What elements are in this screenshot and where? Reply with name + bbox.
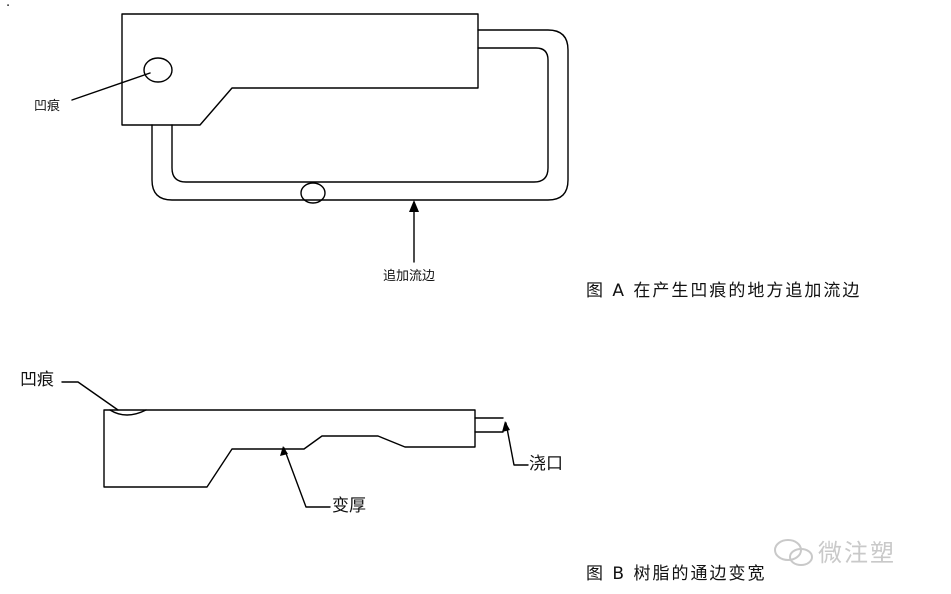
- dent-label-b: 凹痕: [20, 370, 54, 390]
- gate-arrowhead-b: [502, 421, 510, 432]
- dent-mark-b: [109, 409, 147, 416]
- watermark-text: 微注塑: [818, 539, 896, 567]
- thickening-label-b: 变厚: [332, 496, 366, 516]
- thickening-leader-b: [283, 447, 331, 508]
- gate-label-b: 浇口: [529, 454, 563, 474]
- added-runner-label-a: 追加流边: [383, 269, 436, 284]
- dent-leader-a: [71, 72, 151, 101]
- wechat-logo-icon: [774, 539, 813, 566]
- gate-leader-b: [505, 422, 529, 466]
- corner-mark: .: [6, 0, 11, 10]
- runner-inner-a: [171, 47, 549, 183]
- part-outline-b: [103, 409, 476, 488]
- runner-arrowhead-a: [409, 200, 419, 212]
- dent-marker-a1: [143, 57, 173, 83]
- thickening-arrowhead-b: [280, 446, 288, 456]
- dent-leader-b: [61, 381, 119, 411]
- dent-label-a: 凹痕: [34, 99, 61, 114]
- caption-b: 图 B 树脂的通边变宽: [586, 564, 767, 584]
- runner-outer-a: [151, 29, 569, 201]
- part-outline-a: [121, 13, 479, 126]
- dent-marker-a2: [300, 182, 326, 204]
- caption-a: 图 A 在产生凹痕的地方追加流边: [586, 281, 862, 301]
